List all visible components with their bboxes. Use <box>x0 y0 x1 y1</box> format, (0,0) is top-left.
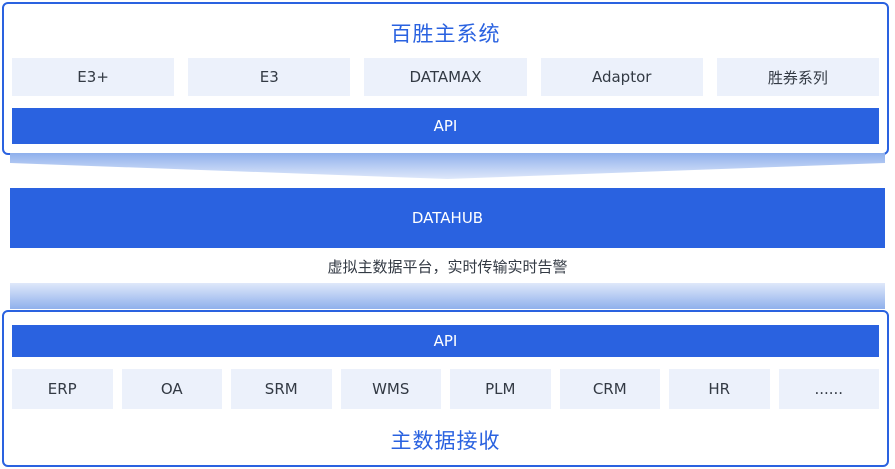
source-system-list: E3+ E3 DATAMAX Adaptor 胜券系列 <box>12 58 880 96</box>
datahub-bar: DATAHUB <box>10 188 885 248</box>
source-system-chip: 胜券系列 <box>716 58 880 96</box>
source-system-chip: E3 <box>188 58 351 96</box>
connector-band-top <box>10 153 885 179</box>
source-system-chip: DATAMAX <box>364 58 527 96</box>
receiver-api-bar: API <box>12 325 879 357</box>
receiver-panel: API ERP OA SRM WMS PLM CRM HR ...... 主数据… <box>2 310 889 467</box>
connector-band-bottom <box>10 283 885 309</box>
receiver-system-chip: ...... <box>778 369 879 409</box>
source-system-title: 百胜主系统 <box>390 22 501 46</box>
receiver-title: 主数据接收 <box>390 429 501 453</box>
receiver-system-chip: ERP <box>12 369 113 409</box>
receiver-system-chip: SRM <box>231 369 332 409</box>
receiver-system-chip: PLM <box>450 369 551 409</box>
source-api-bar: API <box>12 108 879 144</box>
receiver-system-chip: OA <box>121 369 222 409</box>
receiver-system-chip: CRM <box>559 369 660 409</box>
source-system-chip: Adaptor <box>540 58 703 96</box>
receiver-system-list: ERP OA SRM WMS PLM CRM HR ...... <box>12 369 879 409</box>
source-system-chip: E3+ <box>12 58 175 96</box>
datahub-caption: 虚拟主数据平台，实时传输实时告警 <box>327 258 568 276</box>
receiver-system-chip: HR <box>669 369 770 409</box>
receiver-system-chip: WMS <box>340 369 441 409</box>
source-system-panel: 百胜主系统 E3+ E3 DATAMAX Adaptor 胜券系列 API <box>2 2 889 155</box>
